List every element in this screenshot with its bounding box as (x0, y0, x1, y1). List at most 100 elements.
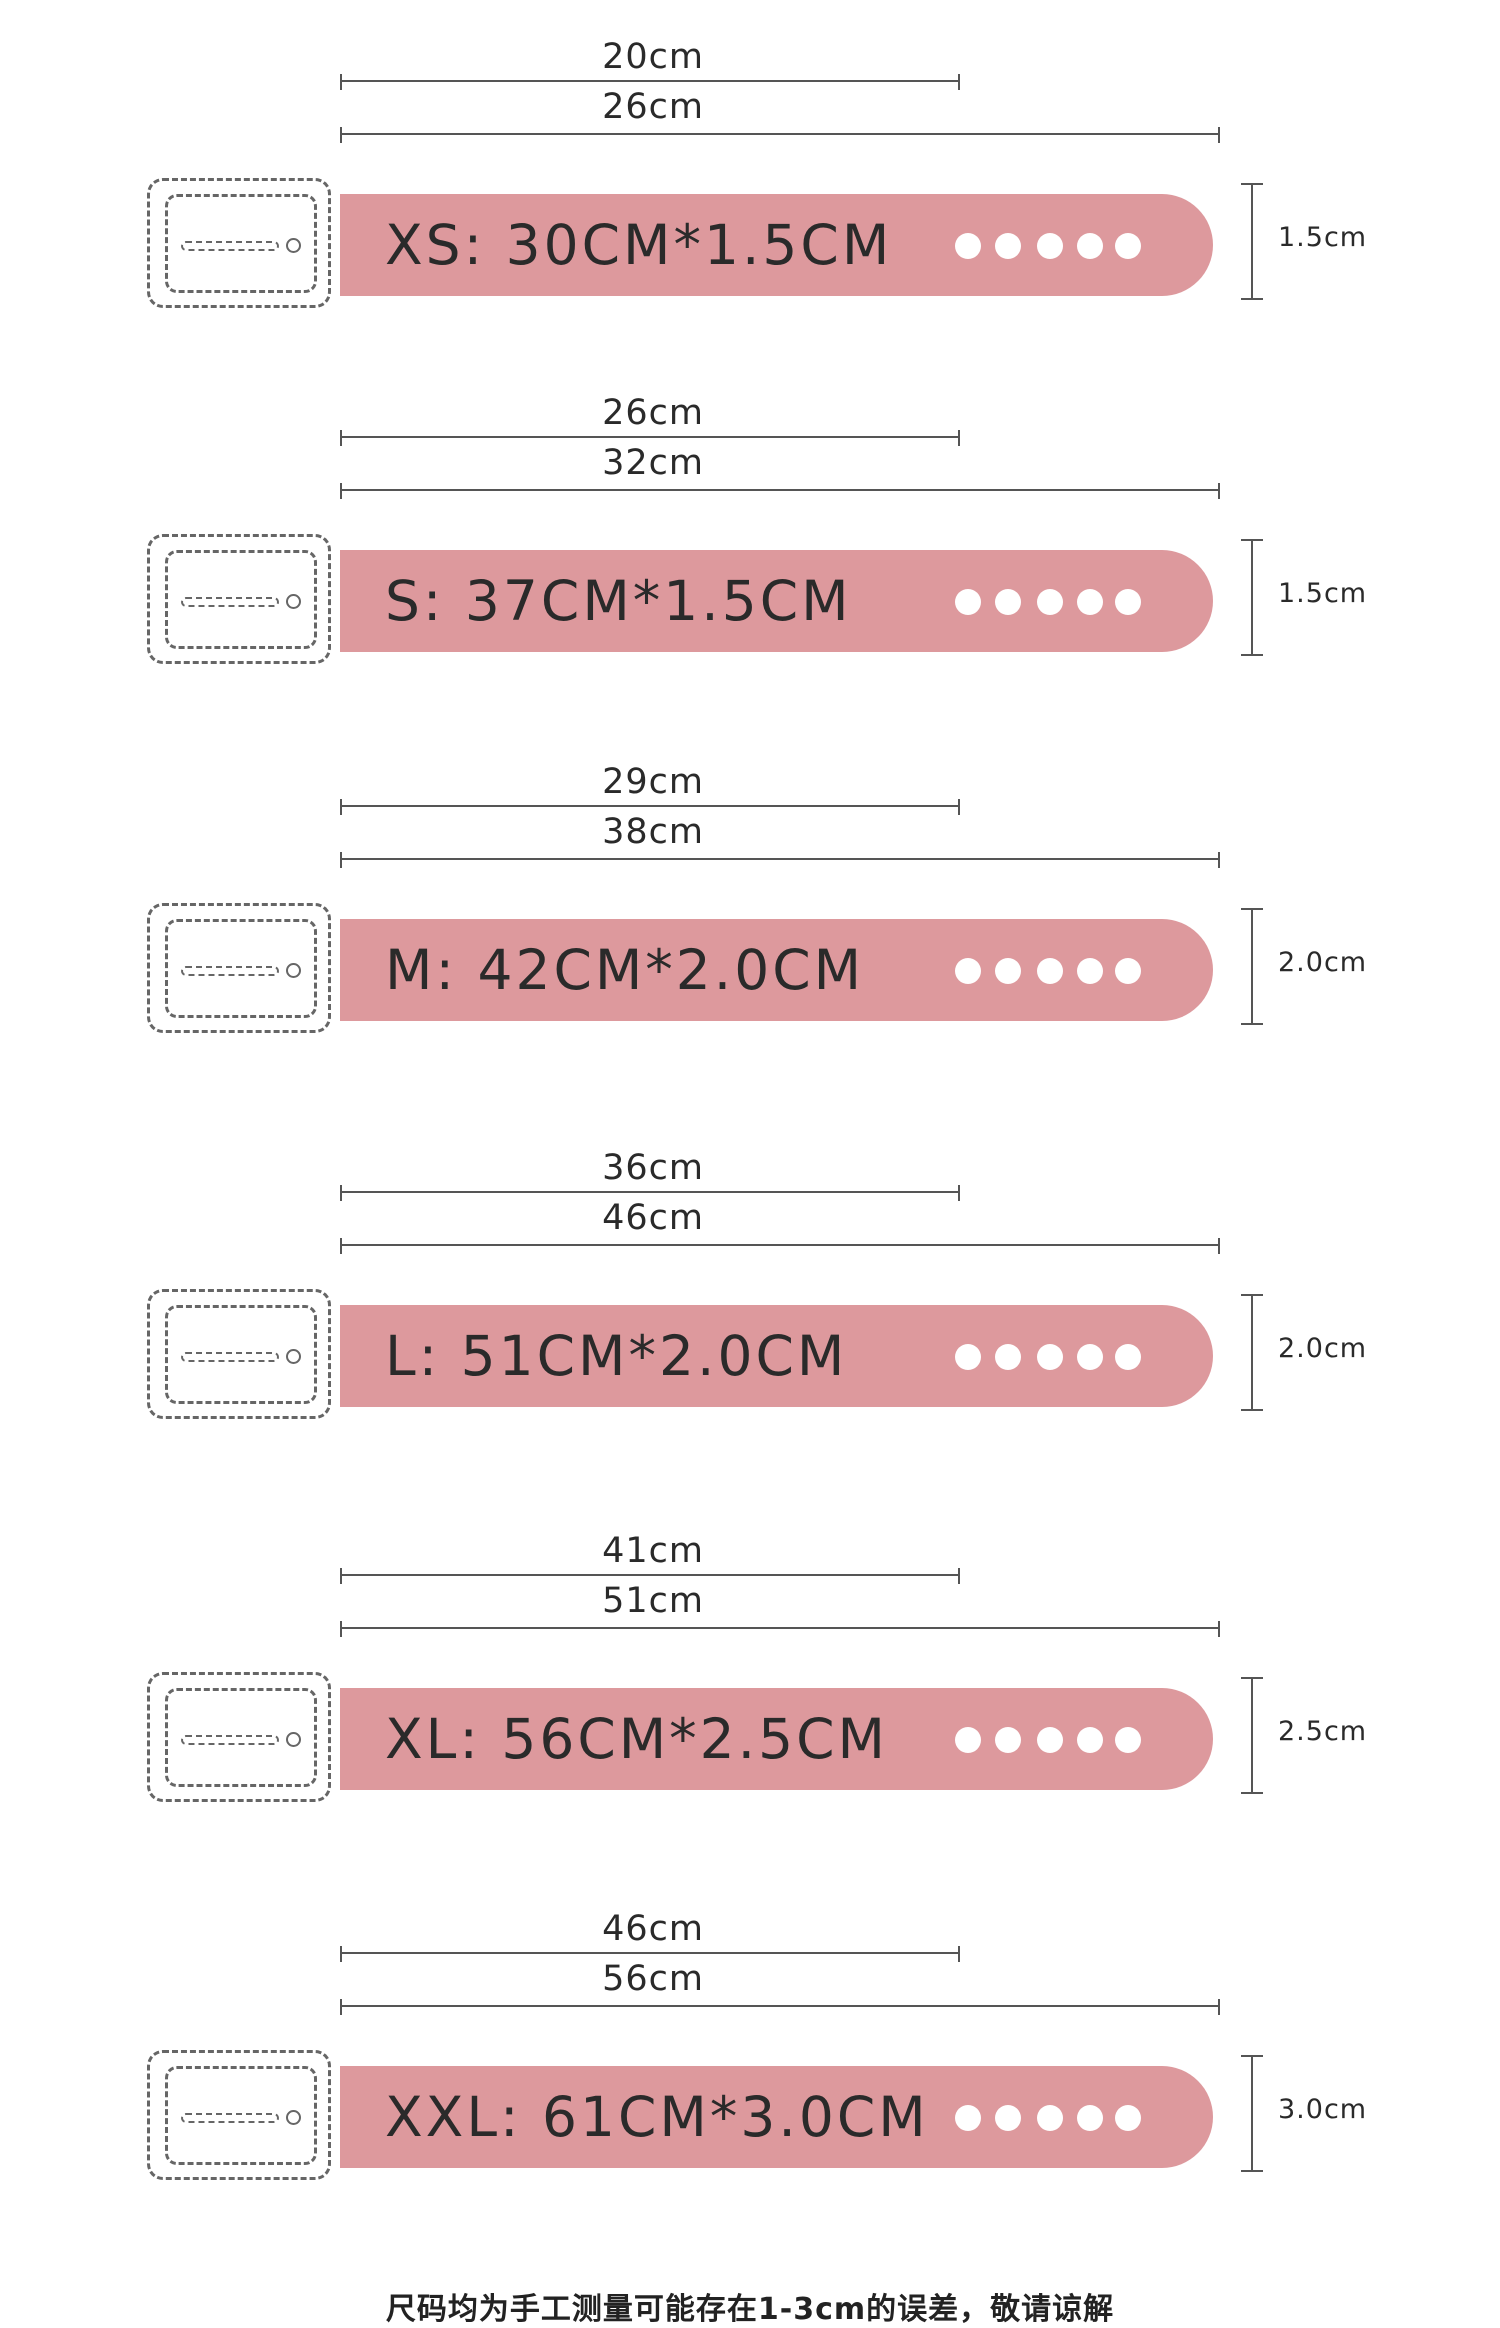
buckle-inner-outline (165, 1688, 317, 1787)
neck-min-label: 41cm (602, 1531, 704, 1571)
size-label: XXL: 61CM*3.0CM (385, 2085, 929, 2149)
width-label: 2.0cm (1278, 947, 1368, 978)
strap-hole (955, 233, 981, 259)
neck-min-label: 26cm (602, 393, 704, 433)
buckle-icon (147, 178, 331, 308)
strap-hole (1115, 958, 1141, 984)
buckle-pin (286, 238, 301, 253)
size-row-xxl: 46cm 56cm XXL: 61CM*3.0CM 3.0cm (0, 1872, 1500, 2180)
strap-hole (955, 958, 981, 984)
neck-max-dimension-line (340, 127, 1220, 143)
neck-min-dimension-line (340, 1185, 960, 1201)
collar-strap: M: 42CM*2.0CM (340, 919, 1213, 1021)
neck-min-dimension-line (340, 1946, 960, 1962)
size-label: M: 42CM*2.0CM (385, 938, 865, 1002)
buckle-pin (286, 2110, 301, 2125)
buckle-pin (286, 1349, 301, 1364)
strap-hole (995, 2105, 1021, 2131)
neck-max-dimension-line (340, 1238, 1220, 1254)
collar-strap: L: 51CM*2.0CM (340, 1305, 1213, 1407)
collar-strap: XL: 56CM*2.5CM (340, 1688, 1213, 1790)
measurement-footnote: 尺码均为手工测量可能存在1-3cm的误差，敬请谅解 (385, 2292, 1115, 2327)
strap-hole (1077, 958, 1103, 984)
buckle-inner-outline (165, 2066, 317, 2165)
neck-max-label: 46cm (602, 1198, 704, 1238)
neck-max-dimension-line (340, 1621, 1220, 1637)
size-label: XL: 56CM*2.5CM (385, 1707, 889, 1771)
width-label: 1.5cm (1278, 578, 1368, 609)
neck-min-label: 29cm (602, 762, 704, 802)
size-row-s: 26cm 32cm S: 37CM*1.5CM 1.5cm (0, 356, 1500, 664)
buckle-slot (181, 1352, 279, 1362)
buckle-pin (286, 1732, 301, 1747)
buckle-inner-outline (165, 550, 317, 649)
width-label: 2.0cm (1278, 1333, 1368, 1364)
buckle-icon (147, 1289, 331, 1419)
size-row-l: 36cm 46cm L: 51CM*2.0CM 2.0cm (0, 1111, 1500, 1419)
strap-hole (1077, 589, 1103, 615)
strap-hole (1115, 1727, 1141, 1753)
strap-hole (955, 589, 981, 615)
buckle-inner-outline (165, 194, 317, 293)
neck-min-label: 36cm (602, 1148, 704, 1188)
width-label: 2.5cm (1278, 1716, 1368, 1747)
width-dimension-line (1241, 908, 1263, 1025)
width-dimension-line (1241, 183, 1263, 300)
neck-min-label: 46cm (602, 1909, 704, 1949)
width-label: 3.0cm (1278, 2094, 1368, 2125)
width-dimension-line (1241, 539, 1263, 656)
collar-strap: XXL: 61CM*3.0CM (340, 2066, 1213, 2168)
strap-hole (1037, 233, 1063, 259)
neck-max-label: 26cm (602, 87, 704, 127)
strap-hole (1037, 589, 1063, 615)
strap-hole (1077, 2105, 1103, 2131)
size-label: S: 37CM*1.5CM (385, 569, 852, 633)
buckle-slot (181, 1735, 279, 1745)
strap-hole (955, 1727, 981, 1753)
strap-hole (1037, 2105, 1063, 2131)
neck-min-dimension-line (340, 430, 960, 446)
size-row-xl: 41cm 51cm XL: 56CM*2.5CM 2.5cm (0, 1494, 1500, 1802)
size-row-m: 29cm 38cm M: 42CM*2.0CM 2.0cm (0, 725, 1500, 1033)
buckle-icon (147, 1672, 331, 1802)
strap-hole (995, 589, 1021, 615)
collar-strap: XS: 30CM*1.5CM (340, 194, 1213, 296)
strap-hole (1037, 1344, 1063, 1370)
width-dimension-line (1241, 2055, 1263, 2172)
collar-strap: S: 37CM*1.5CM (340, 550, 1213, 652)
size-row-xs: 20cm 26cm XS: 30CM*1.5CM 1.5cm (0, 0, 1500, 308)
strap-hole (1115, 589, 1141, 615)
strap-hole (1037, 1727, 1063, 1753)
neck-max-dimension-line (340, 1999, 1220, 2015)
width-label: 1.5cm (1278, 222, 1368, 253)
neck-max-dimension-line (340, 852, 1220, 868)
neck-max-label: 32cm (602, 443, 704, 483)
strap-hole (1115, 233, 1141, 259)
width-dimension-line (1241, 1294, 1263, 1411)
strap-hole (1077, 1344, 1103, 1370)
buckle-slot (181, 2113, 279, 2123)
strap-hole (995, 1344, 1021, 1370)
neck-max-label: 38cm (602, 812, 704, 852)
neck-max-label: 51cm (602, 1581, 704, 1621)
buckle-icon (147, 2050, 331, 2180)
strap-hole (995, 233, 1021, 259)
buckle-slot (181, 597, 279, 607)
strap-hole (1115, 1344, 1141, 1370)
buckle-pin (286, 594, 301, 609)
neck-max-label: 56cm (602, 1959, 704, 1999)
size-label: XS: 30CM*1.5CM (385, 213, 893, 277)
buckle-icon (147, 534, 331, 664)
buckle-slot (181, 966, 279, 976)
buckle-inner-outline (165, 919, 317, 1018)
buckle-slot (181, 241, 279, 251)
buckle-pin (286, 963, 301, 978)
strap-hole (955, 2105, 981, 2131)
neck-min-label: 20cm (602, 37, 704, 77)
strap-hole (1115, 2105, 1141, 2131)
neck-min-dimension-line (340, 74, 960, 90)
width-dimension-line (1241, 1677, 1263, 1794)
buckle-icon (147, 903, 331, 1033)
neck-max-dimension-line (340, 483, 1220, 499)
strap-hole (1037, 958, 1063, 984)
